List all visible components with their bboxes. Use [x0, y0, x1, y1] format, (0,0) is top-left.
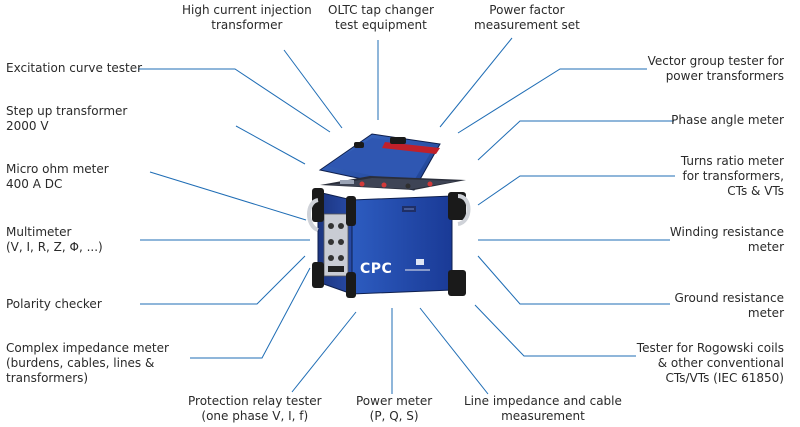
right-handle — [457, 194, 471, 226]
label-excitation-curve-tester: Excitation curve tester — [6, 61, 142, 76]
label-line: Micro ohm meter — [6, 162, 109, 176]
label-line: High current injection — [182, 3, 312, 17]
label-power-meter: Power meter (P, Q, S) — [356, 394, 432, 424]
label-line: Power meter — [356, 394, 433, 408]
label-line-impedance-cable: Line impedance and cable measurement — [464, 394, 622, 424]
label-line: for transformers, — [682, 169, 784, 183]
line-polarity — [140, 255, 306, 305]
label-line: (V, I, R, Z, Φ, ...) — [6, 240, 103, 254]
label-line: Polarity checker — [6, 297, 102, 311]
line-phase — [477, 120, 674, 161]
label-polarity-checker: Polarity checker — [6, 297, 102, 312]
label-line: Tester for Rogowski coils — [636, 341, 784, 355]
label-oltc-tap-changer: OLTC tap changer test equipment — [328, 3, 434, 33]
label-high-current-injection-transformer: High current injection transformer — [182, 3, 312, 33]
line-rogowski — [474, 304, 636, 357]
label-line: OLTC tap changer — [328, 3, 434, 17]
label-line: power transformers — [665, 69, 784, 83]
line-step-up — [235, 125, 306, 165]
line-vector — [457, 68, 647, 134]
line-impedance — [190, 267, 311, 359]
label-line: CTs & VTs — [727, 184, 784, 198]
label-line: Power factor — [489, 3, 565, 17]
label-line: measurement — [501, 409, 585, 423]
line-line-imp — [419, 307, 489, 395]
label-line: (burdens, cables, lines & — [6, 356, 155, 370]
label-line: Ground resistance — [674, 291, 785, 305]
device-brand-label: CPC — [360, 261, 393, 277]
label-step-up-transformer: Step up transformer 2000 V — [6, 104, 127, 134]
line-turns — [477, 175, 675, 206]
label-line: meter — [747, 306, 784, 320]
label-line: (one phase V, I, f) — [201, 409, 309, 423]
label-power-factor-measurement-set: Power factor measurement set — [474, 3, 580, 33]
label-line: CTs/VTs (IEC 61850) — [665, 371, 785, 385]
label-line: Multimeter — [6, 225, 72, 239]
label-line: & other conventional — [657, 356, 784, 370]
label-complex-impedance-meter: Complex impedance meter (burdens, cables… — [6, 341, 169, 386]
label-ground-resistance-meter: Ground resistance meter — [675, 291, 785, 321]
label-rogowski-coil-tester: Tester for Rogowski coils & other conven… — [637, 341, 784, 386]
label-line: Turns ratio meter — [680, 154, 784, 168]
label-line: 2000 V — [6, 119, 49, 133]
label-micro-ohm-meter: Micro ohm meter 400 A DC — [6, 162, 109, 192]
label-line: measurement set — [474, 18, 580, 32]
label-turns-ratio-meter: Turns ratio meter for transformers, CTs … — [681, 154, 784, 199]
line-ground — [477, 255, 670, 305]
line-high-current — [283, 49, 343, 129]
label-line: Winding resistance — [669, 225, 784, 239]
line-protection — [291, 311, 357, 393]
label-line: Excitation curve tester — [6, 61, 143, 75]
label-phase-angle-meter: Phase angle meter — [671, 113, 784, 128]
label-line: Step up transformer — [6, 104, 128, 118]
left-handle — [307, 198, 319, 232]
label-line: transformers) — [6, 371, 89, 385]
label-line: 400 A DC — [6, 177, 63, 191]
label-line: Vector group tester for — [647, 54, 784, 68]
label-line: Protection relay tester — [188, 394, 322, 408]
line-micro-ohm — [149, 171, 307, 221]
label-winding-resistance-meter: Winding resistance meter — [670, 225, 784, 255]
line-excitation — [138, 68, 331, 133]
label-line: (P, Q, S) — [369, 409, 419, 423]
line-power-factor — [439, 37, 513, 128]
label-protection-relay-tester: Protection relay tester (one phase V, I,… — [188, 394, 322, 424]
label-line: test equipment — [335, 18, 427, 32]
label-multimeter: Multimeter (V, I, R, Z, Φ, ...) — [6, 225, 103, 255]
label-line: Phase angle meter — [671, 113, 784, 127]
label-vector-group-tester: Vector group tester for power transforme… — [648, 54, 784, 84]
label-line: transformer — [211, 18, 283, 32]
label-line: Line impedance and cable — [464, 394, 622, 408]
label-line: meter — [747, 240, 784, 254]
label-line: Complex impedance meter — [6, 341, 169, 355]
